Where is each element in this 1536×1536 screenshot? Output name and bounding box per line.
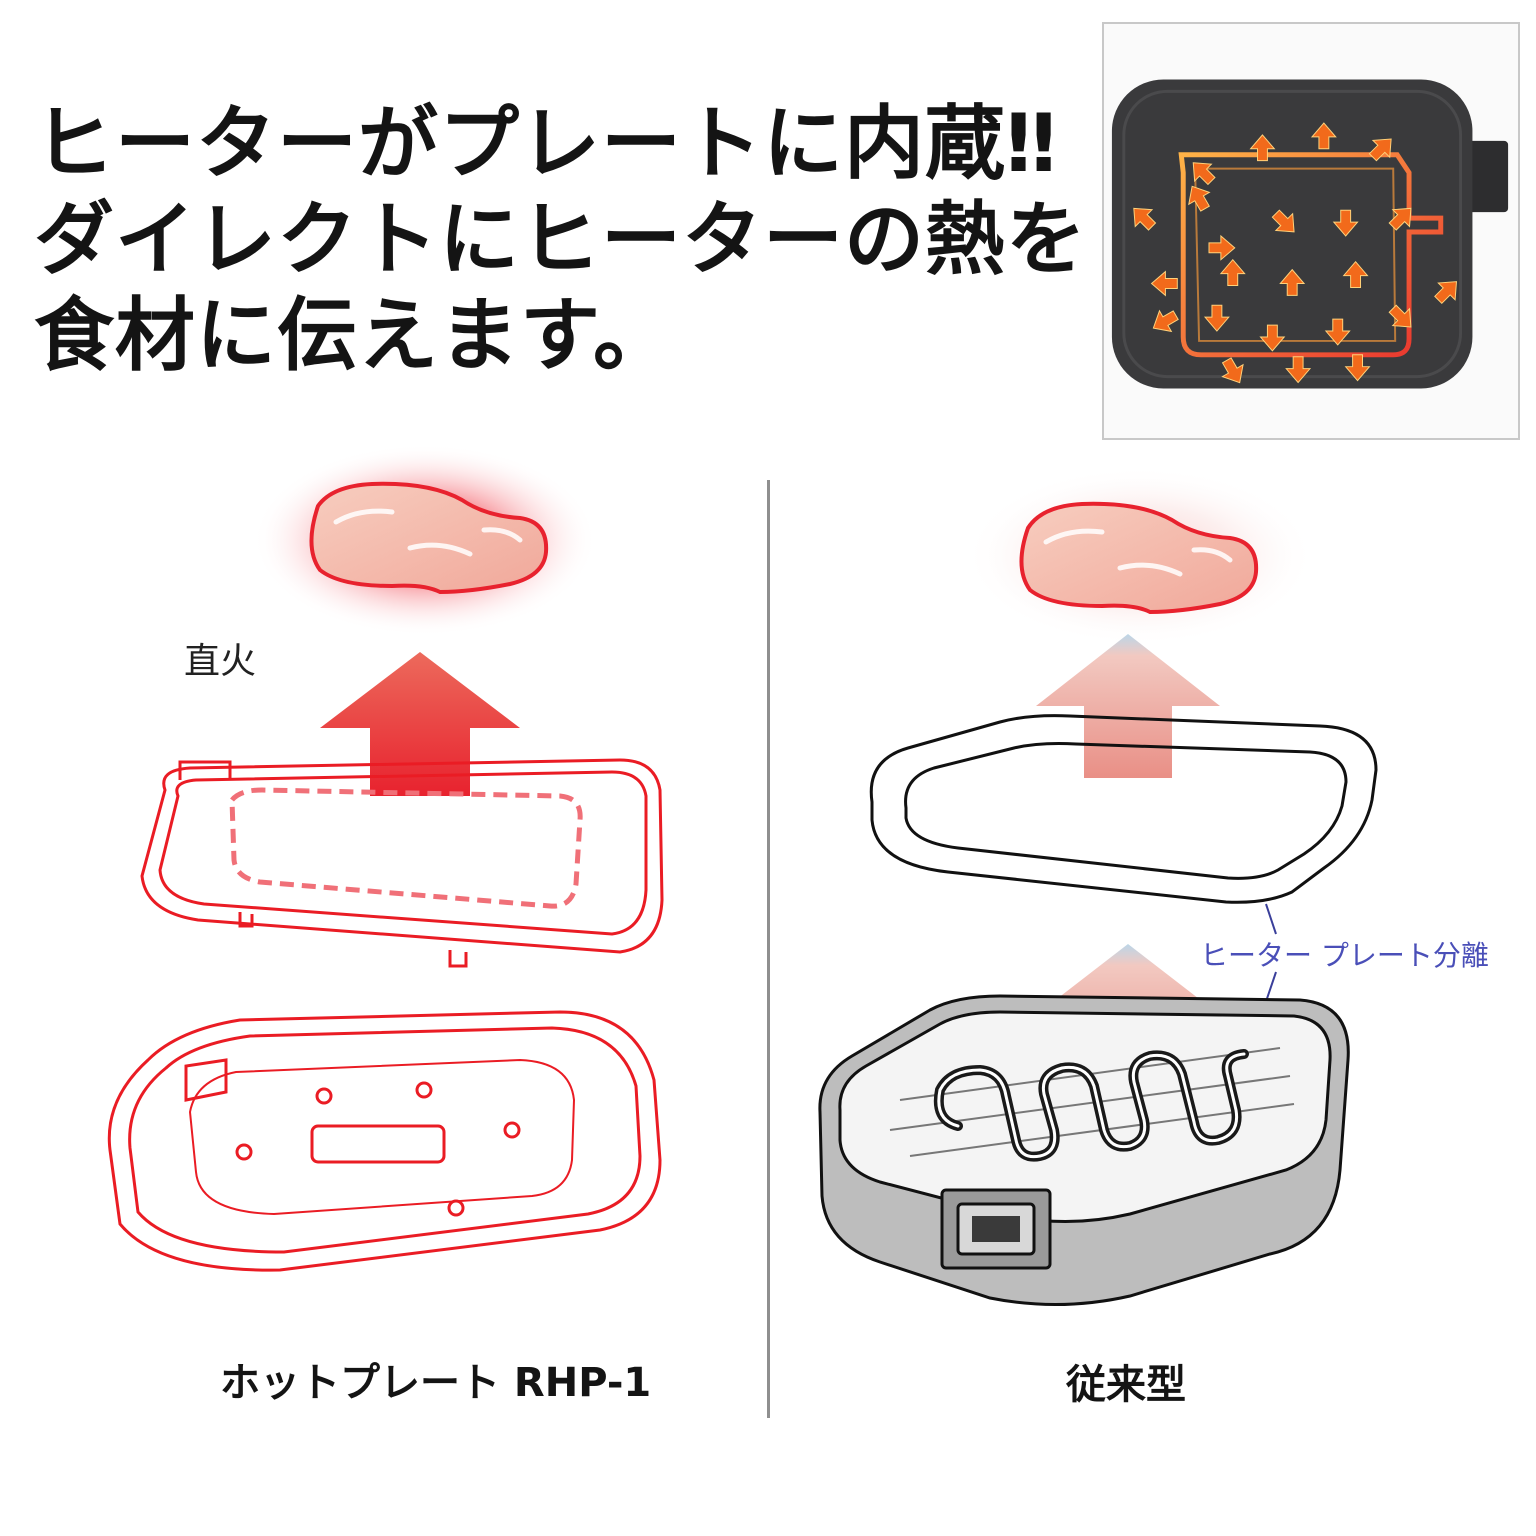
indirect-heat-arrow-top <box>1036 634 1220 778</box>
separated-label: ヒーター プレート分離 <box>1200 934 1489 974</box>
left-base <box>109 1012 660 1270</box>
direct-fire-label: 直火 <box>184 632 256 684</box>
right-base <box>820 996 1348 1305</box>
left-product-label: ホットプレート RHP-1 <box>220 1350 651 1408</box>
right-column <box>820 466 1376 1305</box>
left-column <box>109 444 662 1270</box>
embedded-heater-outline <box>232 790 580 906</box>
right-product-label: 従来型 <box>1066 1352 1186 1410</box>
